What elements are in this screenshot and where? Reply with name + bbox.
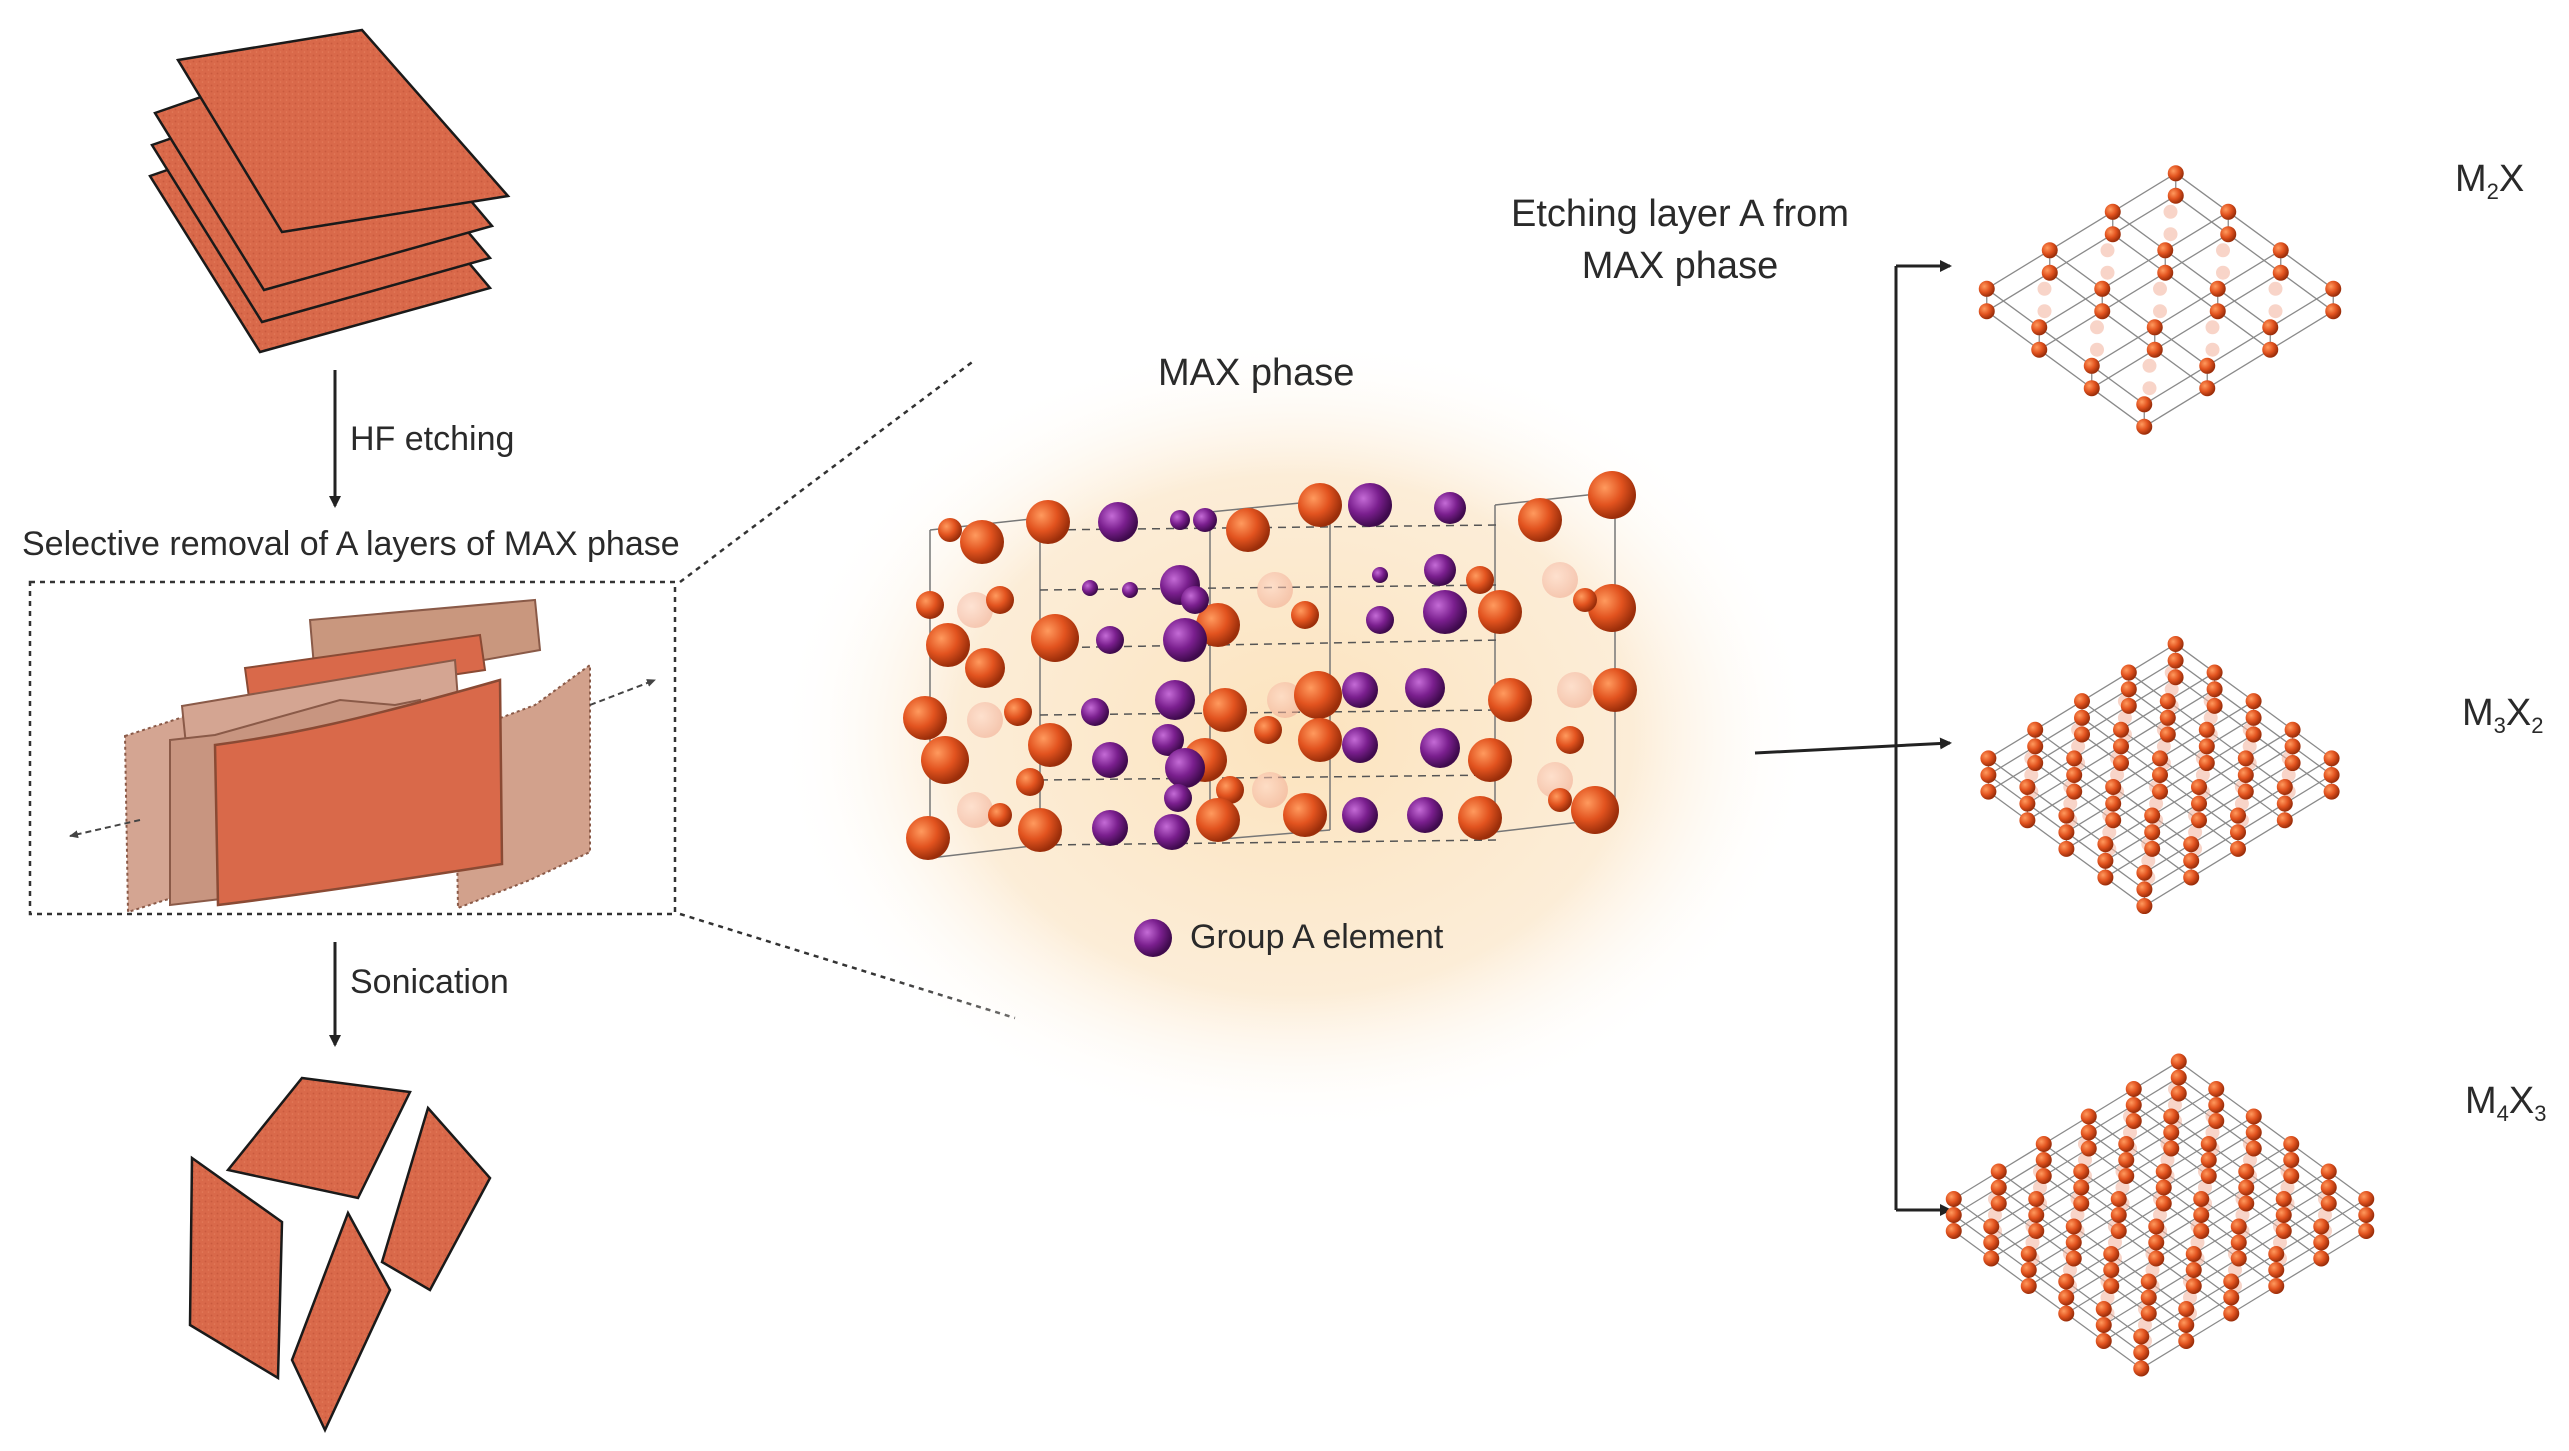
product-formula-m2x: M2X (2455, 158, 2524, 205)
branch-connector (1894, 260, 1952, 1216)
formula-m-sub: 2 (2486, 179, 2499, 204)
stacked-sheet-1 (175, 28, 511, 234)
formula-m-sub: 3 (2493, 713, 2506, 738)
lattice-m4x3 (1945, 1053, 2375, 1377)
formula-x: X (2498, 158, 2525, 200)
zoom-line-top (679, 359, 976, 583)
formula-m: M (2455, 158, 2487, 200)
etching-layer-label: Etching layer A from MAX phase (1480, 188, 1880, 292)
group-a-element-label: Group A element (1190, 918, 1444, 956)
flake-1 (225, 1076, 412, 1200)
formula-x-sub: 2 (2531, 713, 2544, 738)
formula-x: X (2505, 692, 2532, 734)
formula-m: M (2465, 1080, 2497, 1122)
group-a-legend-dot (1134, 919, 1172, 957)
delamination-box (28, 580, 677, 916)
formula-m-sub: 4 (2496, 1101, 2509, 1126)
flake-2 (188, 1155, 284, 1381)
etching-layer-line-2: MAX phase (1581, 245, 1779, 287)
formula-m: M (2462, 692, 2494, 734)
max-to-product-arrow (1754, 737, 1952, 755)
flake-4 (290, 1210, 392, 1433)
product-formula-m3x2: M3X2 (2462, 692, 2544, 739)
selective-removal-label: Selective removal of A layers of MAX pha… (22, 525, 680, 563)
product-formula-m4x3: M4X3 (2465, 1080, 2547, 1127)
exfoliated-flakes (188, 1076, 492, 1433)
formula-x: X (2508, 1080, 2535, 1122)
sonication-label: Sonication (350, 963, 509, 1001)
max-phase-crystal (903, 471, 1637, 860)
lattice-m3x2 (1980, 635, 2340, 915)
flake-3 (380, 1105, 492, 1292)
etching-layer-line-1: Etching layer A from (1511, 193, 1849, 235)
hf-etching-label: HF etching (350, 420, 515, 458)
formula-x-sub: 3 (2534, 1101, 2547, 1126)
lattice-m2x (1978, 165, 2342, 435)
delaminating-sheets (69, 598, 656, 914)
stacked-sheets (148, 28, 511, 354)
max-phase-title: MAX phase (1158, 352, 1355, 394)
